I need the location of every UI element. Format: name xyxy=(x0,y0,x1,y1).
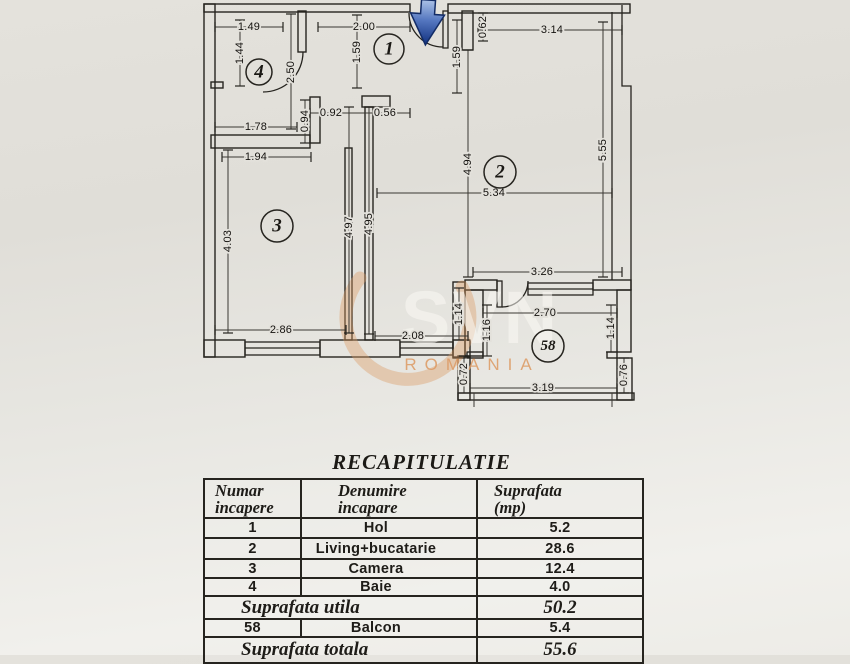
svg-text:4: 4 xyxy=(253,62,264,83)
dim-kitchen-bottom: 2.08 xyxy=(402,330,424,342)
dim-balcony-inner-left: 1.16 xyxy=(481,319,493,341)
dim-hol-stub: 0.56 xyxy=(374,107,396,119)
dim-hol-passage: 0.92 xyxy=(320,107,342,119)
dim-baie-top: 1.49 xyxy=(238,21,260,33)
dim-living-left: 4.94 xyxy=(462,153,474,175)
dim-living-wall: 4.95 xyxy=(363,213,375,235)
room-marker-balcon: 58 xyxy=(531,329,565,363)
room-marker-baie: 4 xyxy=(245,58,273,86)
dim-baie-left: 1.44 xyxy=(234,42,246,64)
dim-balcony-lower-right: 0.76 xyxy=(618,364,630,386)
table-row: 4 Baie 4.0 xyxy=(205,577,642,595)
watermark: SVN ROMANIA xyxy=(339,271,557,386)
dim-entry-opening: 1.59 xyxy=(451,46,463,68)
balcony-door xyxy=(496,280,529,308)
header-suprafata: Suprafata (mp) xyxy=(476,480,642,517)
dim-balcony-top: 3.26 xyxy=(531,266,553,278)
table-row: 1 Hol 5.2 xyxy=(205,517,642,537)
dim-hol-wall: 0.94 xyxy=(299,110,311,132)
dimension-lines xyxy=(214,12,629,394)
subtotal-value: 50.2 xyxy=(476,597,642,618)
total-row: Suprafata totala 55.6 xyxy=(205,636,642,662)
svg-text:3: 3 xyxy=(271,216,282,237)
dim-hol-height: 1.59 xyxy=(351,41,363,63)
window-camera xyxy=(244,341,321,356)
dim-kitchen-balcony-wall: 1.14 xyxy=(453,303,465,325)
dim-entry-stub: 0.62 xyxy=(477,16,489,38)
table-row: 3 Camera 12.4 xyxy=(205,558,642,577)
recap-title: RECAPITULATIE xyxy=(332,450,511,474)
watermark-country: ROMANIA xyxy=(404,355,539,374)
total-value: 55.6 xyxy=(476,638,642,662)
dim-living-width: 5.34 xyxy=(483,187,505,199)
recap-table: Numar incapere Denumire incapare Suprafa… xyxy=(203,478,644,664)
room-marker-camera: 3 xyxy=(260,209,294,243)
table-header-row: Numar incapere Denumire incapare Suprafa… xyxy=(205,480,642,517)
dim-baie-right: 2.50 xyxy=(285,61,297,83)
subtotal-label: Suprafata utila xyxy=(241,596,360,618)
room-marker-hol: 1 xyxy=(373,33,405,65)
subtotal-row: Suprafata utila 50.2 xyxy=(205,595,642,618)
dim-balcony-lower-left: 0.72 xyxy=(458,363,470,385)
dim-balcony-inner-right: 1.14 xyxy=(605,317,617,339)
svg-text:58: 58 xyxy=(541,338,557,354)
entrance-arrow-icon xyxy=(409,0,446,47)
dim-baie-bottom: 1.78 xyxy=(245,121,267,133)
header-denumire: Denumire incapare xyxy=(300,480,476,517)
entrance-door xyxy=(408,10,449,49)
dim-balcony-bottom: 3.19 xyxy=(532,382,554,394)
total-label: Suprafata totala xyxy=(241,639,369,660)
svg-text:1: 1 xyxy=(384,39,394,60)
dim-hol-top: 2.00 xyxy=(353,21,375,33)
dim-living-right: 5.55 xyxy=(597,139,609,161)
baie-door xyxy=(262,51,304,93)
dim-camera-right: 4.97 xyxy=(343,216,355,238)
dim-camera-left: 4.03 xyxy=(222,230,234,252)
dimension-labels: 1.49 1.44 2.50 1.78 2.00 1.59 0.92 0.94 … xyxy=(220,14,632,396)
dim-balcony-inner-top: 2.70 xyxy=(534,307,556,319)
doors xyxy=(262,10,529,308)
dim-camera-top: 1.94 xyxy=(245,151,267,163)
table-row: 2 Living+bucatarie 28.6 xyxy=(205,537,642,558)
dim-living-top: 3.14 xyxy=(541,24,563,36)
room-markers: 1 2 3 4 58 xyxy=(245,33,565,363)
window-balcony xyxy=(527,282,594,296)
svg-text:2: 2 xyxy=(494,162,505,183)
room-marker-living: 2 xyxy=(483,155,517,189)
table-row-balcon: 58 Balcon 5.4 xyxy=(205,618,642,636)
dim-camera-bottom: 2.86 xyxy=(270,324,292,336)
header-numar: Numar incapere xyxy=(215,481,274,517)
